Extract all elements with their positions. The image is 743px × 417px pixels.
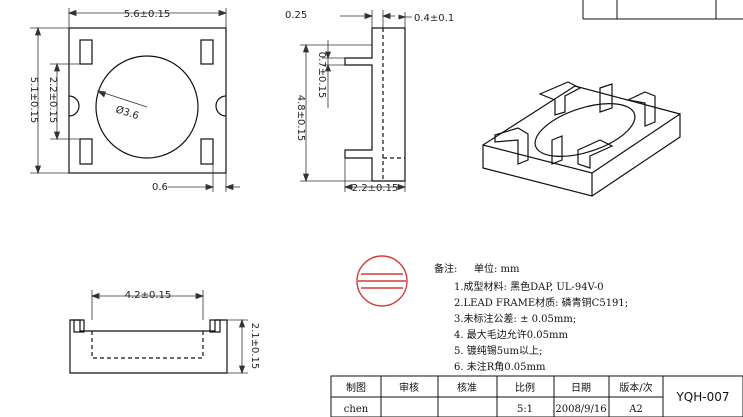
note-item-1: 1.成型材料: 黑色DAP, UL-94V-0: [454, 280, 604, 293]
dim-left-height: 5.1±0.15: [28, 77, 39, 124]
tb-header-scale: 比例: [515, 381, 535, 394]
tb-header-date: 日期: [571, 382, 591, 394]
iso-base-top-edge: [482, 85, 681, 146]
iso-cavity: [534, 103, 636, 157]
dim-bottom-offset: 0.6: [152, 182, 168, 193]
note-item-5: 5. 镀纯锡5um以上;: [454, 344, 542, 357]
notes-title: 备注:: [434, 262, 457, 275]
top-view-lead-tr: [200, 39, 214, 65]
front-view-hidden-cavity: [91, 331, 204, 359]
iso-lead-back-left: [538, 81, 582, 116]
notes-unit: 单位: mm: [474, 262, 520, 275]
dim-side-bottom: 2.2±0.15: [352, 183, 399, 194]
iso-lead-front-mid: [551, 135, 563, 165]
iso-lead-back-right: [626, 91, 656, 127]
iso-lead-back-mid: [599, 83, 613, 113]
top-view-notch-left: [68, 95, 80, 117]
dim-front-height: 2.1±0.15: [249, 323, 260, 370]
dim-front-width: 4.2±0.15: [125, 290, 172, 301]
dim-side-lead: 0.7±0.15: [316, 52, 327, 99]
top-view: [68, 27, 227, 174]
tb-header-version: 版本/次: [619, 381, 652, 394]
isometric-view: [482, 81, 681, 197]
tb-value-scale: 5:1: [517, 404, 533, 415]
note-item-3: 3.未标注公差: ± 0.05mm;: [454, 312, 576, 325]
tb-value-date: 2008/9/16: [555, 404, 606, 415]
side-view: [344, 27, 406, 182]
dim-inner-height: 2.2±0.15: [47, 77, 58, 124]
top-view-dimension-lines: [30, 8, 240, 192]
dim-diameter: Ø3.6: [114, 103, 140, 122]
tb-header-drafter: 制图: [346, 381, 366, 394]
top-view-lead-bl: [79, 138, 93, 165]
front-view: [69, 319, 228, 374]
front-view-dimension-lines: [90, 290, 248, 375]
dim-side-top: 0.25: [285, 10, 307, 21]
side-view-dimension-lines: [300, 10, 412, 192]
company-logo: [356, 255, 408, 307]
note-item-4: 4. 最大毛边允许0.05mm: [454, 328, 568, 341]
notes-block: 备注: 单位: mm 1.成型材料: 黑色DAP, UL-94V-0 2.LEA…: [434, 262, 628, 373]
tb-value-version: A2: [628, 404, 643, 415]
note-item-6: 6. 未注R角0.05mm: [454, 360, 546, 373]
tb-value-drafter: chen: [344, 404, 369, 415]
note-item-2: 2.LEAD FRAME材质: 磷青铜C5191;: [454, 296, 628, 309]
top-view-notch-right: [215, 95, 227, 117]
tb-header-approver: 核准: [457, 381, 477, 394]
dim-side-right: 0.4±0.1: [414, 13, 454, 24]
tb-drawing-number: YQH-007: [675, 390, 729, 404]
top-view-lead-tl: [79, 39, 93, 65]
dim-top-width: 5.6±0.15: [124, 9, 171, 20]
tb-header-checker: 审核: [399, 381, 419, 394]
corner-table: [582, 0, 743, 20]
iso-lead-front-left: [494, 127, 529, 165]
front-view-lead-right: [209, 319, 221, 333]
top-view-lead-br: [200, 138, 214, 165]
top-view-cavity-circle: [95, 55, 199, 159]
iso-lead-front-right: [577, 139, 614, 169]
top-view-body: [68, 27, 227, 174]
dim-side-height: 4.8±0.15: [295, 95, 306, 142]
title-block-frame: [330, 375, 743, 417]
front-view-lead-left: [73, 319, 85, 333]
side-view-body: [344, 27, 406, 182]
